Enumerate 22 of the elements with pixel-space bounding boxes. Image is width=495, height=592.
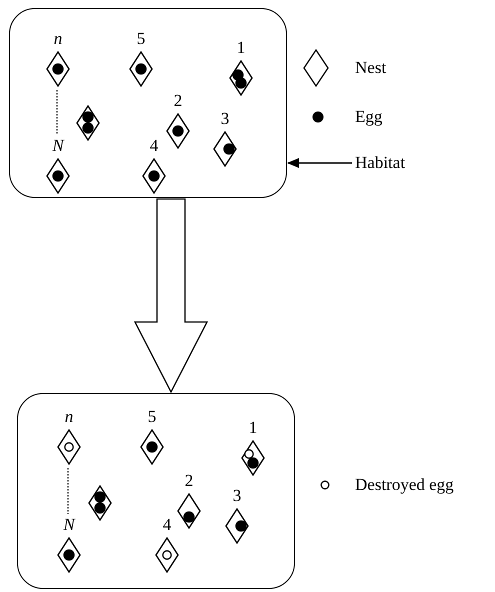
nest-number: 3 — [220, 110, 230, 128]
arrow — [287, 158, 352, 168]
nest-number: n — [64, 408, 74, 426]
nest-number: 4 — [162, 516, 172, 534]
nest-number: 5 — [136, 30, 146, 48]
habitat-box — [9, 8, 287, 198]
nest-number: 1 — [236, 39, 246, 57]
habitat-label: Habitat — [355, 153, 406, 173]
legend-label: Egg — [355, 107, 382, 127]
legend-label: Nest — [355, 58, 386, 78]
legend-label: Destroyed egg — [355, 475, 454, 495]
nest-number: 5 — [148, 408, 156, 426]
nest-number: 1 — [248, 419, 258, 437]
nest-number: 2 — [184, 472, 194, 490]
habitat-box — [17, 393, 295, 589]
nest-number: 2 — [174, 92, 182, 110]
nest-number: n — [54, 30, 62, 48]
nest-number: N — [63, 516, 75, 534]
block-arrow — [134, 198, 208, 394]
nest-number: 3 — [232, 487, 242, 505]
nest-number: 4 — [150, 137, 158, 155]
nest-number: N — [52, 137, 64, 155]
